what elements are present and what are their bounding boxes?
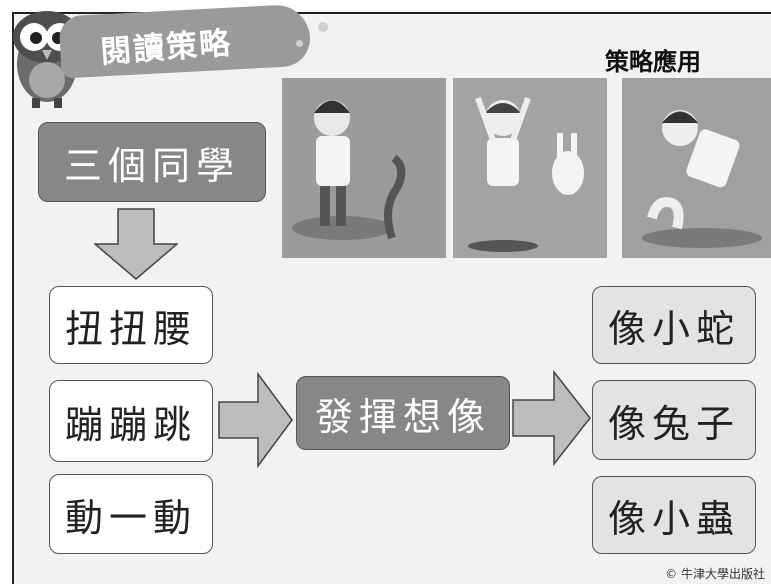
action-box-twist: 扭扭腰 — [49, 286, 213, 364]
action-box-move: 動一動 — [49, 474, 213, 554]
header-title: 閱讀策略 — [99, 25, 234, 71]
photo-girl-rabbit — [453, 78, 607, 258]
result-box-rabbit: 像兔子 — [592, 380, 756, 460]
result-box-worm: 像小蟲 — [592, 476, 756, 554]
photo-child-worm — [622, 78, 771, 258]
action-box-jump: 蹦蹦跳 — [49, 380, 213, 462]
copyright-text: © 牛津大學出版社 — [665, 567, 765, 581]
down-arrow-icon — [94, 208, 178, 280]
decor-dot — [296, 40, 303, 47]
right-arrow-icon — [218, 372, 293, 468]
right-arrow-icon — [512, 370, 591, 466]
imagination-box: 發揮想像 — [296, 376, 510, 450]
result-box-snake: 像小蛇 — [592, 286, 756, 364]
photo-boy-snake — [282, 78, 446, 258]
source-box: 三個同學 — [38, 122, 266, 202]
strategy-label: 策略應用 — [605, 48, 701, 76]
decor-dot — [318, 22, 328, 32]
